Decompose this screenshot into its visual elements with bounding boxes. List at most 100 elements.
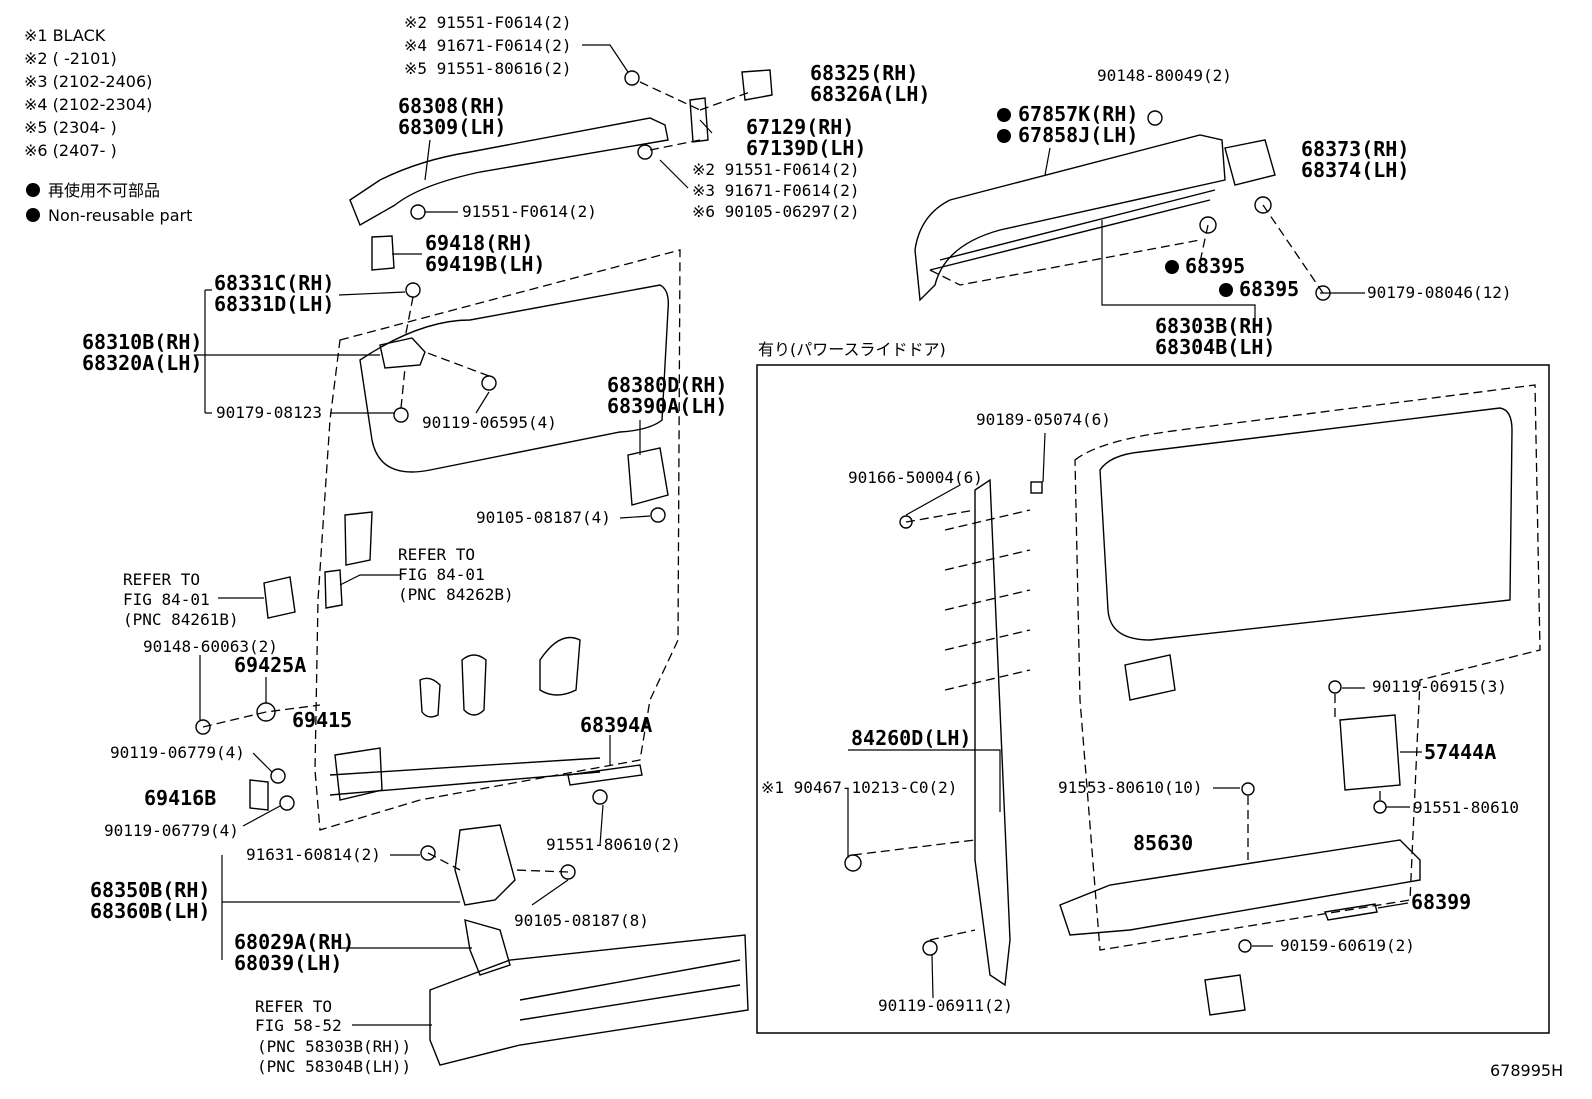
part-label: 68039(LH): [234, 951, 342, 975]
part-label: 91631-60814(2): [246, 845, 381, 864]
part-label: 90105-08187(4): [476, 508, 611, 527]
assembly-lines: [639, 81, 751, 151]
part-label: 91551-80610(2): [546, 835, 681, 854]
part-label: 90119-06779(4): [104, 821, 239, 840]
bolt-icon: [650, 507, 666, 523]
nut-icon: [393, 407, 409, 423]
bolt-icon: [624, 70, 640, 86]
part-label: 68331D(LH): [214, 292, 334, 316]
roller-68350B: [454, 824, 516, 906]
part-label: 68350B(RH): [90, 878, 210, 902]
nut-icon: [1030, 481, 1043, 494]
leader-lines: [195, 44, 1422, 1026]
part-label: (PNC 84262B): [398, 585, 514, 604]
door-closer-85630: [1059, 839, 1421, 936]
door-window-opening: [359, 284, 670, 473]
part-label: 68394A: [580, 713, 652, 737]
part-label: REFER TO: [123, 570, 200, 589]
door-outline: [314, 249, 681, 831]
part-label: 90119-06915(3): [1372, 677, 1507, 696]
rail-bracket: [371, 235, 395, 271]
part-label: 68304B(LH): [1155, 335, 1275, 359]
part-label: 67858J(LH): [1018, 123, 1138, 147]
part-label: 90148-80049(2): [1097, 66, 1232, 85]
upper-rail: [349, 69, 773, 271]
bolt-icon: [1373, 800, 1387, 814]
part-label: 68308(RH): [398, 94, 506, 118]
inset-door-outline: [1074, 384, 1541, 951]
bolt-icon: [1241, 782, 1255, 796]
part-label: 68380D(RH): [607, 373, 727, 397]
stopper-68373: [1224, 139, 1276, 186]
part-label: 69419B(LH): [425, 252, 545, 276]
cover-57444A: [1339, 714, 1401, 791]
legend-note-1: ※1 BLACK: [24, 26, 106, 45]
bolt-icon: [195, 719, 211, 735]
inset-door-window: [1099, 407, 1513, 641]
part-label: ※2 91551-F0614(2): [692, 160, 860, 179]
part-label: 68320A(LH): [82, 351, 202, 375]
nonreusable-bullet-icon: [1219, 283, 1233, 297]
nonreusable-bullet-icon: [997, 108, 1011, 122]
cable-clip-lines: [944, 509, 1031, 691]
assembly-lines: [852, 509, 1381, 941]
part-label: 69416B: [144, 786, 216, 810]
rail-track: [929, 189, 1216, 271]
part-label: 68390A(LH): [607, 394, 727, 418]
legend-note-5: ※5 (2304- ): [24, 118, 117, 137]
legend-note-3: ※3 (2102-2406): [24, 72, 152, 91]
part-label: 67129(RH): [746, 115, 854, 139]
part-label: 84260D(LH): [851, 726, 971, 750]
bolt-icon: [922, 940, 938, 956]
part-label: 68331C(RH): [214, 271, 334, 295]
part-label: (PNC 58303B(RH)): [257, 1037, 411, 1056]
bolt-icon: [1147, 110, 1163, 126]
part-label: 68399: [1411, 890, 1471, 914]
part-label: 68309(LH): [398, 115, 506, 139]
lower-panel: [429, 934, 749, 1066]
part-label: (PNC 58304B(LH)): [257, 1057, 411, 1076]
bolt-icon: [270, 768, 286, 784]
assembly-lines: [929, 204, 1324, 294]
inset-door: [844, 384, 1541, 1016]
bolt-icon: [410, 204, 426, 220]
part-label: 91551-F0614(2): [462, 202, 597, 221]
part-label: 90105-08187(8): [514, 911, 649, 930]
upper-rail-body: [349, 117, 669, 227]
door-hole: [419, 677, 441, 718]
washer-icon: [1199, 216, 1217, 234]
rail-cover: [914, 134, 1226, 302]
door-hole: [344, 511, 373, 566]
assembly-lines: [400, 296, 490, 409]
part-label: 68395: [1239, 277, 1299, 301]
part-label: FIG 84-01: [123, 590, 210, 609]
hinge-68029A: [464, 919, 511, 976]
assembly-lines: [202, 704, 569, 873]
legend-note-4: ※4 (2102-2304): [24, 95, 152, 114]
part-labels: ※2 91551-F0614(2) ※4 91671-F0614(2) ※5 9…: [82, 13, 1519, 1076]
part-label: 68310B(RH): [82, 330, 202, 354]
cable-84260D: [974, 478, 1011, 987]
door-hole: [461, 654, 487, 716]
pad-69416B: [249, 779, 269, 811]
part-label: ※1 90467-10213-C0(2): [761, 778, 957, 797]
bolt-icon: [279, 795, 295, 811]
part-label: 90119-06595(4): [422, 413, 557, 432]
part-label: 91553-80610(10): [1058, 778, 1203, 797]
part-label: (PNC 84261B): [123, 610, 239, 629]
legend-note-2: ※2 ( -2101): [24, 49, 117, 68]
roller-68380D: [627, 447, 669, 506]
bolt-icon: [592, 789, 608, 805]
part-label: 90159-60619(2): [1280, 936, 1415, 955]
legend-nonreusable-en: Non-reusable part: [48, 206, 192, 225]
roller-68310B: [379, 337, 426, 369]
lower-panel-body: [429, 934, 749, 1066]
part-label: 69425A: [234, 653, 306, 677]
part-label: 91551-80610: [1413, 798, 1519, 817]
lower-hinge: [1204, 974, 1246, 1016]
bracket-67129: [689, 97, 709, 143]
part-label: 90166-50004(6): [848, 468, 983, 487]
bracket-68394A: [567, 764, 643, 786]
part-label: 90148-60063(2): [143, 637, 278, 656]
